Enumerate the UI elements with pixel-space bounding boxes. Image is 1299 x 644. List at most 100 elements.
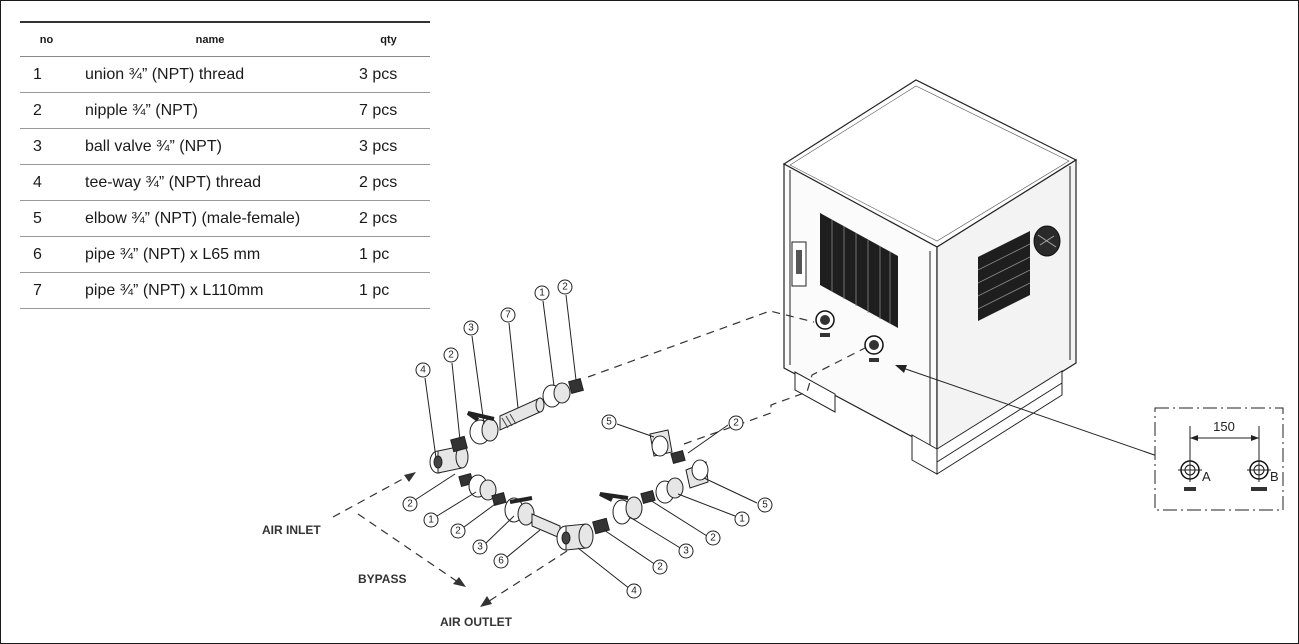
detail-view: 150 A B <box>1154 407 1284 511</box>
union-top <box>542 382 571 408</box>
port-b-label: B <box>1270 469 1279 484</box>
callout-3-top: 3 <box>463 320 479 336</box>
row-name: nipple ¾” (NPT) <box>73 92 347 129</box>
callout-3-right: 3 <box>678 543 694 559</box>
callout-balloons: 4 2 3 7 1 2 2 1 2 3 6 5 2 5 1 2 3 2 4 <box>402 279 773 599</box>
svg-text:4: 4 <box>420 365 426 376</box>
svg-text:1: 1 <box>539 288 545 299</box>
air-inlet-label: AIR INLET <box>262 523 321 537</box>
callout-5-right: 5 <box>757 497 773 513</box>
row-qty: 1 pc <box>347 236 430 273</box>
port-in-icon <box>815 310 835 337</box>
svg-text:6: 6 <box>498 556 504 567</box>
row-name: pipe ¾” (NPT) x L65 mm <box>73 236 347 273</box>
callout-2-bottom: 2 <box>652 559 668 575</box>
callout-1-left: 1 <box>423 512 439 528</box>
svg-text:3: 3 <box>477 542 483 553</box>
callout-2-left: 2 <box>402 496 418 512</box>
tee-fitting-top <box>429 445 469 474</box>
svg-text:1: 1 <box>739 514 745 525</box>
callout-5-top: 5 <box>601 414 617 430</box>
header-name: name <box>73 21 347 57</box>
svg-text:2: 2 <box>455 526 461 537</box>
callout-2-right-top: 2 <box>728 415 744 431</box>
row-name: pipe ¾” (NPT) x L110mm <box>73 272 347 309</box>
control-panel-icon <box>791 241 807 287</box>
callout-1-top: 1 <box>534 285 550 301</box>
svg-text:2: 2 <box>448 350 454 361</box>
tee-fitting-bottom <box>556 523 594 551</box>
row-name: ball valve ¾” (NPT) <box>73 128 347 165</box>
row-no: 7 <box>20 272 73 309</box>
flow-paths <box>332 310 866 607</box>
row-no: 6 <box>20 236 73 273</box>
svg-text:4: 4 <box>631 586 637 597</box>
callout-leaders <box>414 294 758 590</box>
cabinet-unit <box>782 79 1078 475</box>
pipe-l65 <box>531 513 561 539</box>
svg-text:2: 2 <box>407 499 413 510</box>
row-name: tee-way ¾” (NPT) thread <box>73 164 347 201</box>
header-qty: qty <box>347 21 430 57</box>
elbow-top <box>649 429 673 457</box>
row-no: 2 <box>20 92 73 129</box>
union-mid <box>468 474 497 501</box>
row-qty: 2 pcs <box>347 200 430 237</box>
svg-text:3: 3 <box>468 323 474 334</box>
union-right <box>655 477 684 504</box>
callout-6: 6 <box>493 553 509 569</box>
callout-1-right: 1 <box>734 511 750 527</box>
ball-valve-right <box>599 492 643 525</box>
svg-text:2: 2 <box>710 533 716 544</box>
callout-7: 7 <box>500 307 516 323</box>
row-no: 1 <box>20 56 73 93</box>
svg-text:2: 2 <box>562 282 568 293</box>
row-name: elbow ¾” (NPT) (male-female) <box>73 200 347 237</box>
callout-2-top: 2 <box>443 347 459 363</box>
svg-text:2: 2 <box>733 418 739 429</box>
row-qty: 3 pcs <box>347 56 430 93</box>
front-vent-grille <box>820 213 898 328</box>
side-vent-grille <box>977 231 1031 321</box>
svg-text:3: 3 <box>683 546 689 557</box>
row-name: union ¾” (NPT) thread <box>73 56 347 93</box>
cabinet-base <box>794 370 1063 475</box>
row-qty: 3 pcs <box>347 128 430 165</box>
dimension-label: 150 <box>1213 419 1235 434</box>
row-qty: 7 pcs <box>347 92 430 129</box>
callout-4-top: 4 <box>415 362 431 378</box>
row-no: 4 <box>20 164 73 201</box>
port-out-icon <box>864 335 884 362</box>
row-no: 5 <box>20 200 73 237</box>
row-no: 3 <box>20 128 73 165</box>
air-outlet-label: AIR OUTLET <box>440 615 513 629</box>
row-qty: 2 pcs <box>347 164 430 201</box>
pipe-assembly <box>429 378 709 551</box>
port-a-label: A <box>1202 469 1211 484</box>
callout-2-midleft: 2 <box>450 523 466 539</box>
callout-3-left: 3 <box>472 539 488 555</box>
side-fan-icon <box>1033 225 1061 257</box>
detail-leader <box>896 365 1167 460</box>
svg-text:5: 5 <box>606 417 612 428</box>
header-no: no <box>20 21 73 57</box>
callout-2-right: 2 <box>705 530 721 546</box>
svg-text:1: 1 <box>428 515 434 526</box>
elbow-right <box>685 459 709 489</box>
ball-valve-top <box>466 411 499 445</box>
row-qty: 1 pc <box>347 272 430 309</box>
callout-4-bottom: 4 <box>626 583 642 599</box>
bypass-label: BYPASS <box>358 572 406 586</box>
table-header-row: no name qty <box>20 21 430 57</box>
callout-2-topright: 2 <box>557 279 573 295</box>
ball-valve-left <box>504 496 535 526</box>
